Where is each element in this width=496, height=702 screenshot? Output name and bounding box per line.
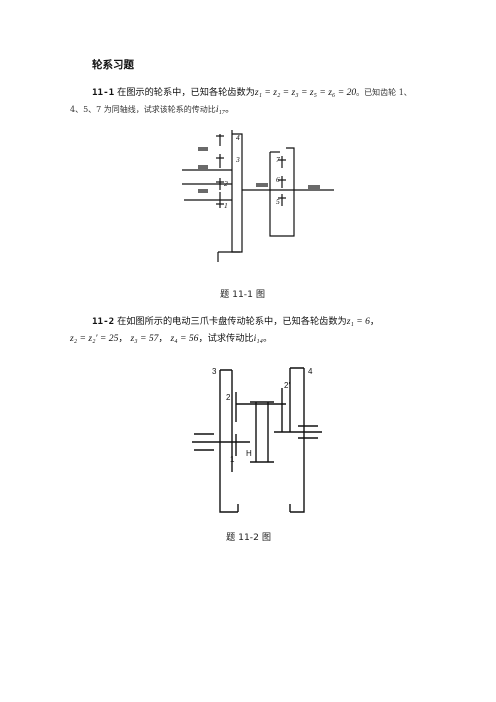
figure-label: 4	[236, 133, 240, 142]
figure-label: 5	[276, 197, 280, 206]
problem-text: 。	[225, 104, 235, 115]
figure-11-1: 4 3 2 1 7 6 5	[182, 130, 334, 262]
separator: ，	[369, 316, 380, 327]
formula-ratio: i₁₄	[253, 333, 263, 344]
page-title: 轮系习题	[92, 59, 134, 71]
separator: ，	[158, 333, 168, 344]
formula-ratio: i₁₇	[215, 104, 226, 115]
formula-z4: z₄ = 56	[170, 333, 199, 344]
problem-11-1-text: 11-1 在图示的轮系中，已知各轮齿数为z₁ = z₂ = z₃ = z₅ = …	[70, 84, 442, 118]
figure-label: 3	[235, 155, 240, 164]
problem-text: 4、5、7 为同轴线，试求该轮系的传动比	[70, 105, 216, 114]
formula-z3: z₃ = 57	[130, 333, 159, 344]
problem-text: 。	[262, 333, 273, 344]
problem-text: 在如图所示的电动三爪卡盘传动轮系中，已知各轮齿数为	[117, 316, 347, 327]
formula-z1: z₁ = 6	[346, 316, 370, 327]
figure-label: 3	[212, 367, 217, 376]
figure-caption: 题 11-2 图	[226, 532, 272, 543]
figure-label: 2′	[284, 381, 290, 390]
figure-label: 7	[276, 155, 280, 164]
problem-text: ，试求传动比	[198, 333, 254, 344]
figure-11-2: 3 4 2 2′ H 1	[192, 367, 322, 513]
problem-number: 11-1	[92, 87, 115, 98]
figure-label: 6	[276, 175, 280, 184]
problem-text: 在图示的轮系中，已知各轮齿数为	[117, 87, 255, 98]
separator: ，	[118, 333, 128, 344]
figure-caption: 题 11-1 图	[220, 289, 266, 300]
figure-label: H	[246, 449, 252, 458]
figure-label: 1	[224, 201, 228, 210]
problem-number: 11-2	[92, 316, 115, 327]
figure-label: 4	[308, 367, 313, 376]
problem-11-2-text: 11-2 在如图所示的电动三爪卡盘传动轮系中，已知各轮齿数为z₁ = 6， z₂…	[70, 313, 442, 347]
figure-label: 1	[230, 455, 235, 464]
figure-label: 2	[226, 393, 231, 402]
formula-tooth-counts: z₁ = z₂ = z₃ = z₅ = z₆ = 20	[254, 87, 357, 98]
formula-z2: z₂ = z₂′ = 25	[70, 333, 119, 344]
figure-label: 2	[224, 179, 228, 188]
problem-text: 。已知齿轮 1、	[356, 88, 412, 97]
